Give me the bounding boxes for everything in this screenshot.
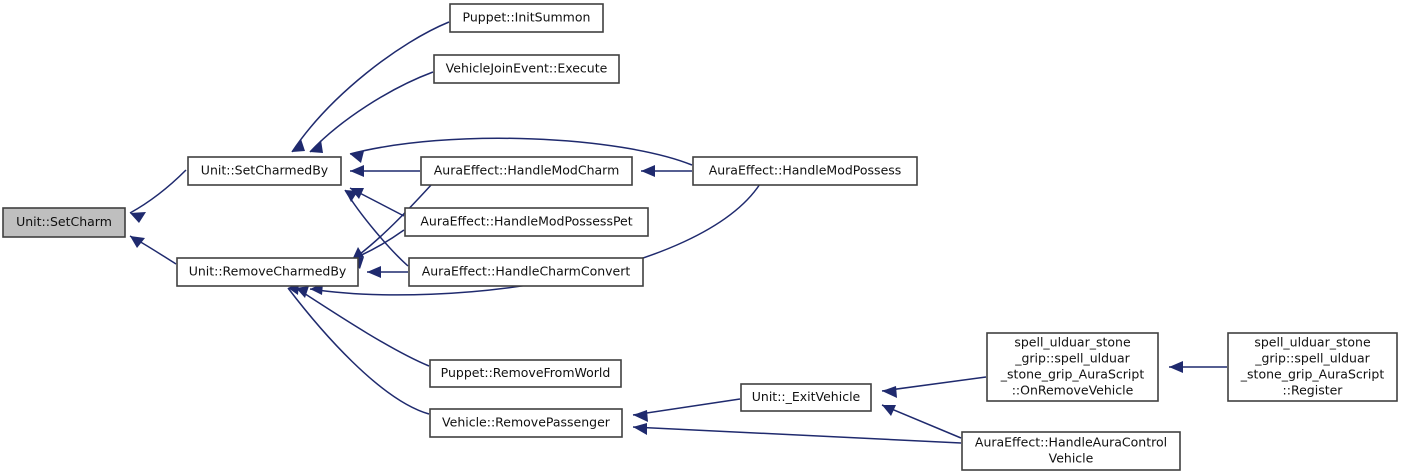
- edge-register-to-onremovevehicle: [1169, 361, 1227, 373]
- graph-node-set_charmed_by[interactable]: Unit::SetCharmedBy: [187, 156, 342, 186]
- graph-node-vehicle_remove_passenger[interactable]: Vehicle::RemovePassenger: [429, 408, 623, 438]
- edge-arrowhead-icon: [310, 140, 323, 153]
- node-label: ::OnRemoveVehicle: [1012, 383, 1134, 398]
- node-box[interactable]: [429, 408, 623, 438]
- edges-layer: [129, 21, 1227, 444]
- node-box[interactable]: [429, 359, 622, 388]
- node-label: AuraEffect::HandleCharmConvert: [422, 264, 631, 279]
- edge-arrowhead-icon: [633, 423, 647, 435]
- node-label: Unit::RemoveCharmedBy: [189, 264, 347, 279]
- node-label: Vehicle::RemovePassenger: [442, 415, 611, 430]
- node-label: Unit::_ExitVehicle: [752, 389, 861, 404]
- node-label: Puppet::InitSummon: [463, 10, 591, 25]
- node-box[interactable]: [692, 156, 918, 186]
- edge-arrowhead-icon: [367, 266, 381, 278]
- edge-handleauracontrolvehicle-to-vehicleremovepassenger: [632, 423, 962, 444]
- node-label: spell_ulduar_stone: [1014, 335, 1131, 350]
- node-label: AuraEffect::HandleModPossessPet: [420, 214, 632, 229]
- node-label: Unit::SetCharm: [16, 214, 112, 229]
- edge-unitexitvehicle-to-vehicleremovepassenger: [632, 398, 741, 422]
- node-label: _stone_grip_AuraScript: [1000, 367, 1145, 382]
- graph-node-puppet_remove_from_world[interactable]: Puppet::RemoveFromWorld: [429, 359, 622, 388]
- graph-node-handle_mod_charm[interactable]: AuraEffect::HandleModCharm: [420, 156, 633, 186]
- edge-line: [632, 398, 741, 416]
- edge-arrowhead-icon: [641, 165, 655, 177]
- node-box[interactable]: [961, 431, 1181, 471]
- edge-handlemodpossesspet-to-setcharmedby: [349, 187, 405, 217]
- node-label: Vehicle: [1049, 451, 1094, 466]
- graph-node-aura_script_register[interactable]: spell_ulduar_stone_grip::spell_ulduar_st…: [1227, 332, 1398, 402]
- node-box[interactable]: [449, 3, 604, 33]
- node-box[interactable]: [433, 54, 620, 84]
- edge-handlemodpossess-to-setcharmedby: [349, 137, 693, 166]
- edge-arrowhead-icon: [296, 286, 309, 298]
- edge-line: [287, 287, 430, 415]
- edge-arrowhead-icon: [345, 190, 358, 202]
- edge-arrowhead-icon: [882, 405, 896, 416]
- node-label: AuraEffect::HandleAuraControl: [975, 435, 1167, 450]
- graph-node-unit_exit_vehicle[interactable]: Unit::_ExitVehicle: [740, 383, 872, 412]
- edge-initsummon-to-setcharmedby: [291, 21, 450, 153]
- edge-setcharmedby-to-setcharm: [129, 169, 187, 223]
- node-box[interactable]: [404, 207, 649, 237]
- node-box[interactable]: [187, 156, 342, 186]
- edge-line: [349, 137, 693, 166]
- edge-arrowhead-icon: [633, 410, 648, 422]
- edge-handlemodpossess-to-handlemodcharm: [641, 165, 692, 177]
- node-box[interactable]: [1227, 332, 1398, 402]
- node-label: _grip::spell_ulduar: [1254, 351, 1370, 366]
- graph-node-vehicle_join_execute[interactable]: VehicleJoinEvent::Execute: [433, 54, 620, 84]
- node-label: AuraEffect::HandleModPossess: [709, 163, 902, 178]
- edge-arrowhead-icon: [352, 247, 364, 260]
- edge-vehicleremovepassenger-to-removecharmedby: [287, 282, 430, 415]
- edge-line: [881, 376, 987, 392]
- edge-arrowhead-icon: [882, 386, 897, 398]
- edge-line: [309, 71, 434, 153]
- edge-line: [291, 21, 450, 153]
- node-box[interactable]: [986, 332, 1159, 402]
- edge-onremovevehicle-to-unitexitvehicle: [881, 376, 987, 398]
- graph-node-on_remove_vehicle[interactable]: spell_ulduar_stone_grip::spell_ulduar_st…: [986, 332, 1159, 402]
- graph-node-handle_charm_convert[interactable]: AuraEffect::HandleCharmConvert: [408, 257, 644, 287]
- edge-line: [632, 426, 962, 444]
- graph-node-remove_charmed_by[interactable]: Unit::RemoveCharmedBy: [176, 257, 359, 287]
- edge-puppetremovefromworld-to-removecharmedby: [295, 286, 430, 367]
- node-label: VehicleJoinEvent::Execute: [446, 61, 608, 76]
- node-box[interactable]: [408, 257, 644, 287]
- graph-node-set_charm[interactable]: Unit::SetCharm: [2, 207, 126, 238]
- node-box[interactable]: [2, 207, 126, 238]
- node-box[interactable]: [420, 156, 633, 186]
- edge-arrowhead-icon: [1169, 361, 1183, 373]
- edge-handlemodcharm-to-removecharmedby: [351, 183, 433, 261]
- edge-arrowhead-icon: [130, 236, 145, 248]
- edge-handlecharmconvert-to-setcharmedby: [344, 189, 409, 267]
- edge-removecharmedby-to-setcharm: [129, 235, 177, 265]
- edge-handlecharmconvert-to-removecharmedby: [367, 266, 408, 278]
- edge-vehiclejoinexecute-to-setcharmedby: [309, 71, 434, 153]
- node-box[interactable]: [740, 383, 872, 412]
- edge-arrowhead-icon: [350, 151, 364, 163]
- node-label: _stone_grip_AuraScript: [1240, 367, 1385, 382]
- edge-line: [881, 404, 962, 439]
- node-label: Puppet::RemoveFromWorld: [441, 365, 611, 380]
- edge-handlemodcharm-to-setcharmedby: [350, 165, 420, 177]
- graph-node-handle_mod_possess_pet[interactable]: AuraEffect::HandleModPossessPet: [404, 207, 649, 237]
- edge-arrowhead-icon: [350, 165, 364, 177]
- nodes-layer: Unit::SetCharm Unit::SetCharmedByUnit::Re…: [2, 3, 1398, 471]
- node-label: spell_ulduar_stone: [1254, 335, 1371, 350]
- edge-arrowhead-icon: [292, 139, 305, 152]
- graph-node-handle_mod_possess[interactable]: AuraEffect::HandleModPossess: [692, 156, 918, 186]
- graph-node-init_summon[interactable]: Puppet::InitSummon: [449, 3, 604, 33]
- node-box[interactable]: [176, 257, 359, 287]
- edge-arrowhead-icon: [130, 212, 146, 223]
- edge-line: [129, 169, 187, 214]
- edge-handleauracontrolvehicle-to-unitexitvehicle: [881, 404, 962, 439]
- node-label: ::Register: [1283, 383, 1344, 398]
- edge-line: [295, 287, 430, 367]
- node-label: AuraEffect::HandleModCharm: [434, 163, 620, 178]
- node-label: _grip::spell_ulduar: [1014, 351, 1130, 366]
- node-label: Unit::SetCharmedBy: [201, 163, 329, 178]
